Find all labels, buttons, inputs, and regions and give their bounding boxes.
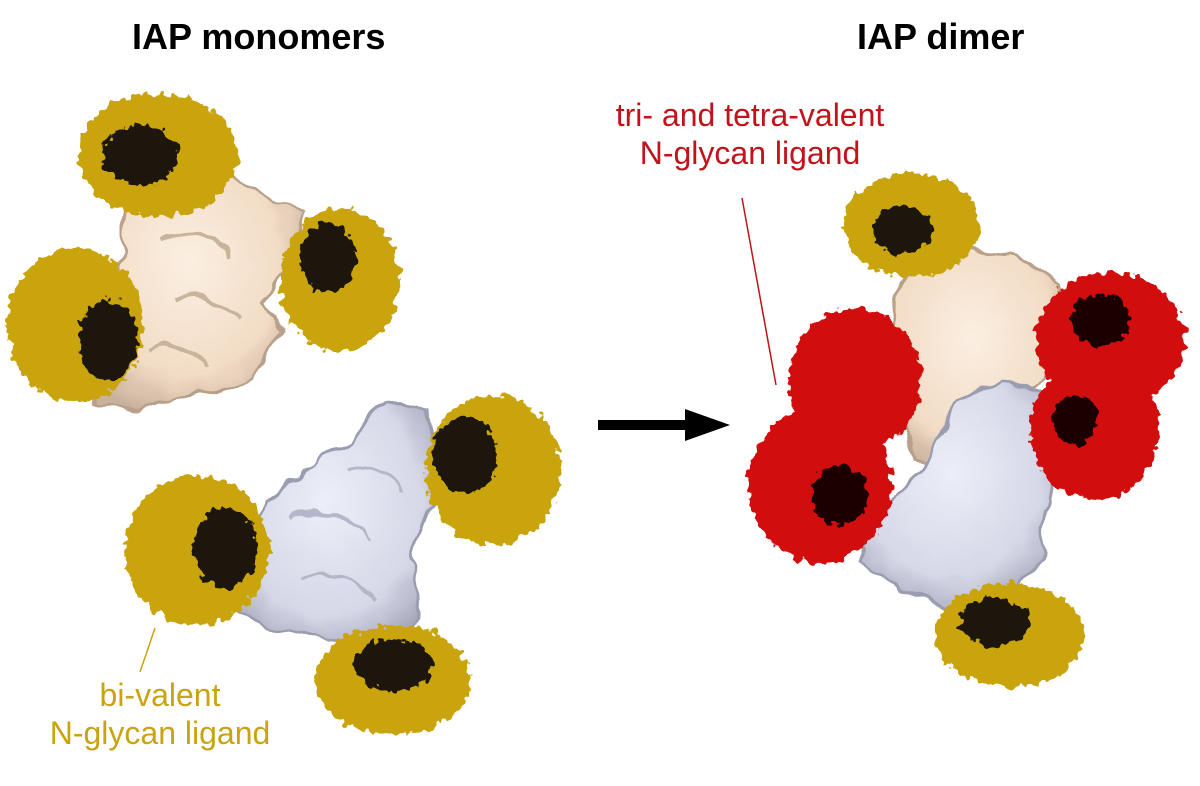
bi-valent-glycan-clouds-left (7, 93, 561, 735)
multi-valent-label-line1: tri- and tetra-valent (615, 97, 885, 133)
multi-valent-glycan-clouds-dimer (748, 272, 1185, 563)
multi-valent-leader-line (741, 197, 777, 386)
multi-valent-label-line2: N-glycan ligand (639, 135, 861, 171)
bi-valent-label-line2: N-glycan ligand (49, 715, 271, 751)
bi-valent-label-line1: bi-valent (99, 677, 221, 713)
bi-valent-leader-line (139, 627, 156, 673)
dimer-title: IAP dimer (857, 16, 1025, 57)
bi-valent-ligand-label: bi-valent N-glycan ligand (20, 676, 300, 752)
transition-arrow-icon (598, 409, 730, 441)
monomer-b-surface (233, 398, 442, 652)
bi-valent-glycan-clouds-dimer (844, 173, 1085, 687)
multi-valent-ligand-label: tri- and tetra-valent N-glycan ligand (560, 96, 940, 172)
monomers-title: IAP monomers (132, 16, 386, 57)
